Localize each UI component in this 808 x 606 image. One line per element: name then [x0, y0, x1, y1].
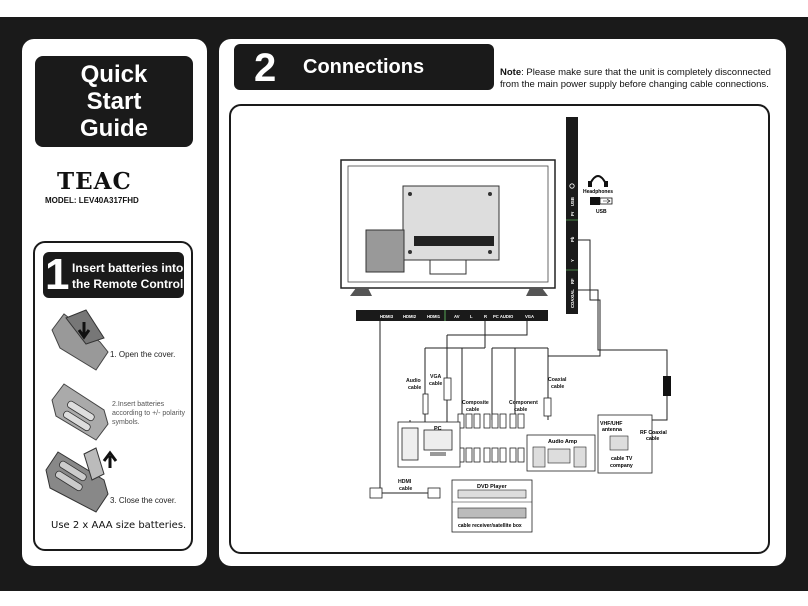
rf-coaxial-label: RF Coaxial — [640, 430, 667, 436]
port-hdmi2: HDMI2 — [403, 314, 417, 319]
port-hdmi1: HDMI1 — [427, 314, 441, 319]
side-port-strip — [566, 117, 578, 314]
step1-instruction-3: 3. Close the cover. — [110, 496, 177, 505]
step1-header — [43, 252, 184, 298]
quick-start-guide-title: Quick Start Guide — [35, 56, 193, 147]
hdmi-cable-label: HDMI — [398, 479, 412, 485]
vga-cable-label: VGA — [430, 374, 441, 380]
remote-insert-batteries-image — [51, 383, 109, 441]
title-line-3: Guide — [79, 115, 148, 142]
vhf-uhf-label: VHF/UHF — [600, 421, 622, 427]
coaxial-cable-label-2: cable — [551, 384, 564, 390]
model-number: MODEL: LEV40A317FHD — [45, 196, 139, 205]
rf-connector — [663, 376, 671, 396]
vga-cable-label-2: cable — [429, 381, 442, 387]
note-text: : Please make sure that the unit is comp… — [500, 67, 771, 90]
note-label: Note — [500, 67, 522, 78]
audio-cable-label: Audio — [406, 378, 421, 384]
component-cable-label: Component — [509, 400, 538, 406]
step2-header — [234, 44, 494, 90]
port-y: Y — [570, 259, 575, 262]
composite-cable-label-2: cable — [466, 407, 479, 413]
pc-label: PC — [434, 426, 442, 432]
title-line-2: Start — [86, 88, 142, 115]
bottom-port-strip — [356, 310, 548, 321]
headphones-icon — [588, 175, 608, 187]
port-pc-audio: PC AUDIO — [493, 314, 514, 319]
tv-back-image — [340, 159, 556, 296]
antenna-image — [597, 414, 653, 474]
brand-logo: TEAC — [57, 168, 132, 195]
coaxial-cable-label: Coaxial — [548, 377, 567, 383]
port-rf: RF — [570, 278, 575, 284]
port-av: AV — [454, 314, 460, 319]
dvd-player-label: DVD Player — [477, 484, 508, 490]
connection-note: Note: Please make sure that the unit is … — [500, 67, 790, 91]
hdmi-cable-label-2: cable — [399, 486, 412, 492]
step1-title: Insert batteries into the Remote Control — [72, 261, 184, 291]
port-pr: Pr — [570, 211, 575, 216]
connection-diagram-box — [229, 104, 770, 554]
audio-amp-label: Audio Amp — [548, 439, 578, 445]
batteries-note: Use 2 x AAA size batteries. — [51, 520, 187, 531]
cable-plugs — [369, 377, 552, 499]
step1-instruction-1: 1. Open the cover. — [110, 350, 176, 359]
port-usb: USB — [570, 197, 575, 206]
vhf-uhf-label-2: antenna — [602, 427, 622, 433]
dvd-player-image — [451, 479, 533, 533]
cable-receiver-label: cable receiver/satellite box — [458, 523, 522, 529]
port-vga: VGA — [525, 314, 534, 319]
port-coaxial: COAXIAL — [570, 289, 575, 308]
audio-cable-label-2: cable — [408, 385, 421, 391]
port-r: R — [484, 314, 487, 319]
title-line-1: Quick — [80, 61, 148, 88]
usb-icon — [590, 197, 613, 205]
port-pb: Pb — [570, 236, 575, 242]
cable-tv-label-2: company — [610, 463, 633, 469]
step2-title: Connections — [303, 56, 425, 78]
remote-close-cover-image — [45, 447, 118, 513]
audio-amp-image — [526, 434, 596, 472]
composite-cable-label: Composite — [462, 400, 489, 406]
usb-label: USB — [596, 209, 607, 215]
port-l: L — [470, 314, 473, 319]
headphones-label: Headphones — [583, 189, 613, 195]
remote-open-cover-image — [51, 309, 109, 371]
step1-box — [33, 241, 193, 551]
pc-image — [397, 421, 461, 468]
step1-instruction-2: 2.Insert batteries according to +/- pola… — [112, 401, 185, 426]
step1-number: 1 — [45, 250, 70, 299]
right-panel — [219, 39, 786, 566]
port-hdmi3: HDMI3 — [380, 314, 394, 319]
cable-tv-label: cable TV — [611, 456, 633, 462]
component-cable-label-2: cable — [514, 407, 527, 413]
step2-number: 2 — [254, 46, 277, 90]
rf-coaxial-label-2: cable — [646, 436, 659, 442]
